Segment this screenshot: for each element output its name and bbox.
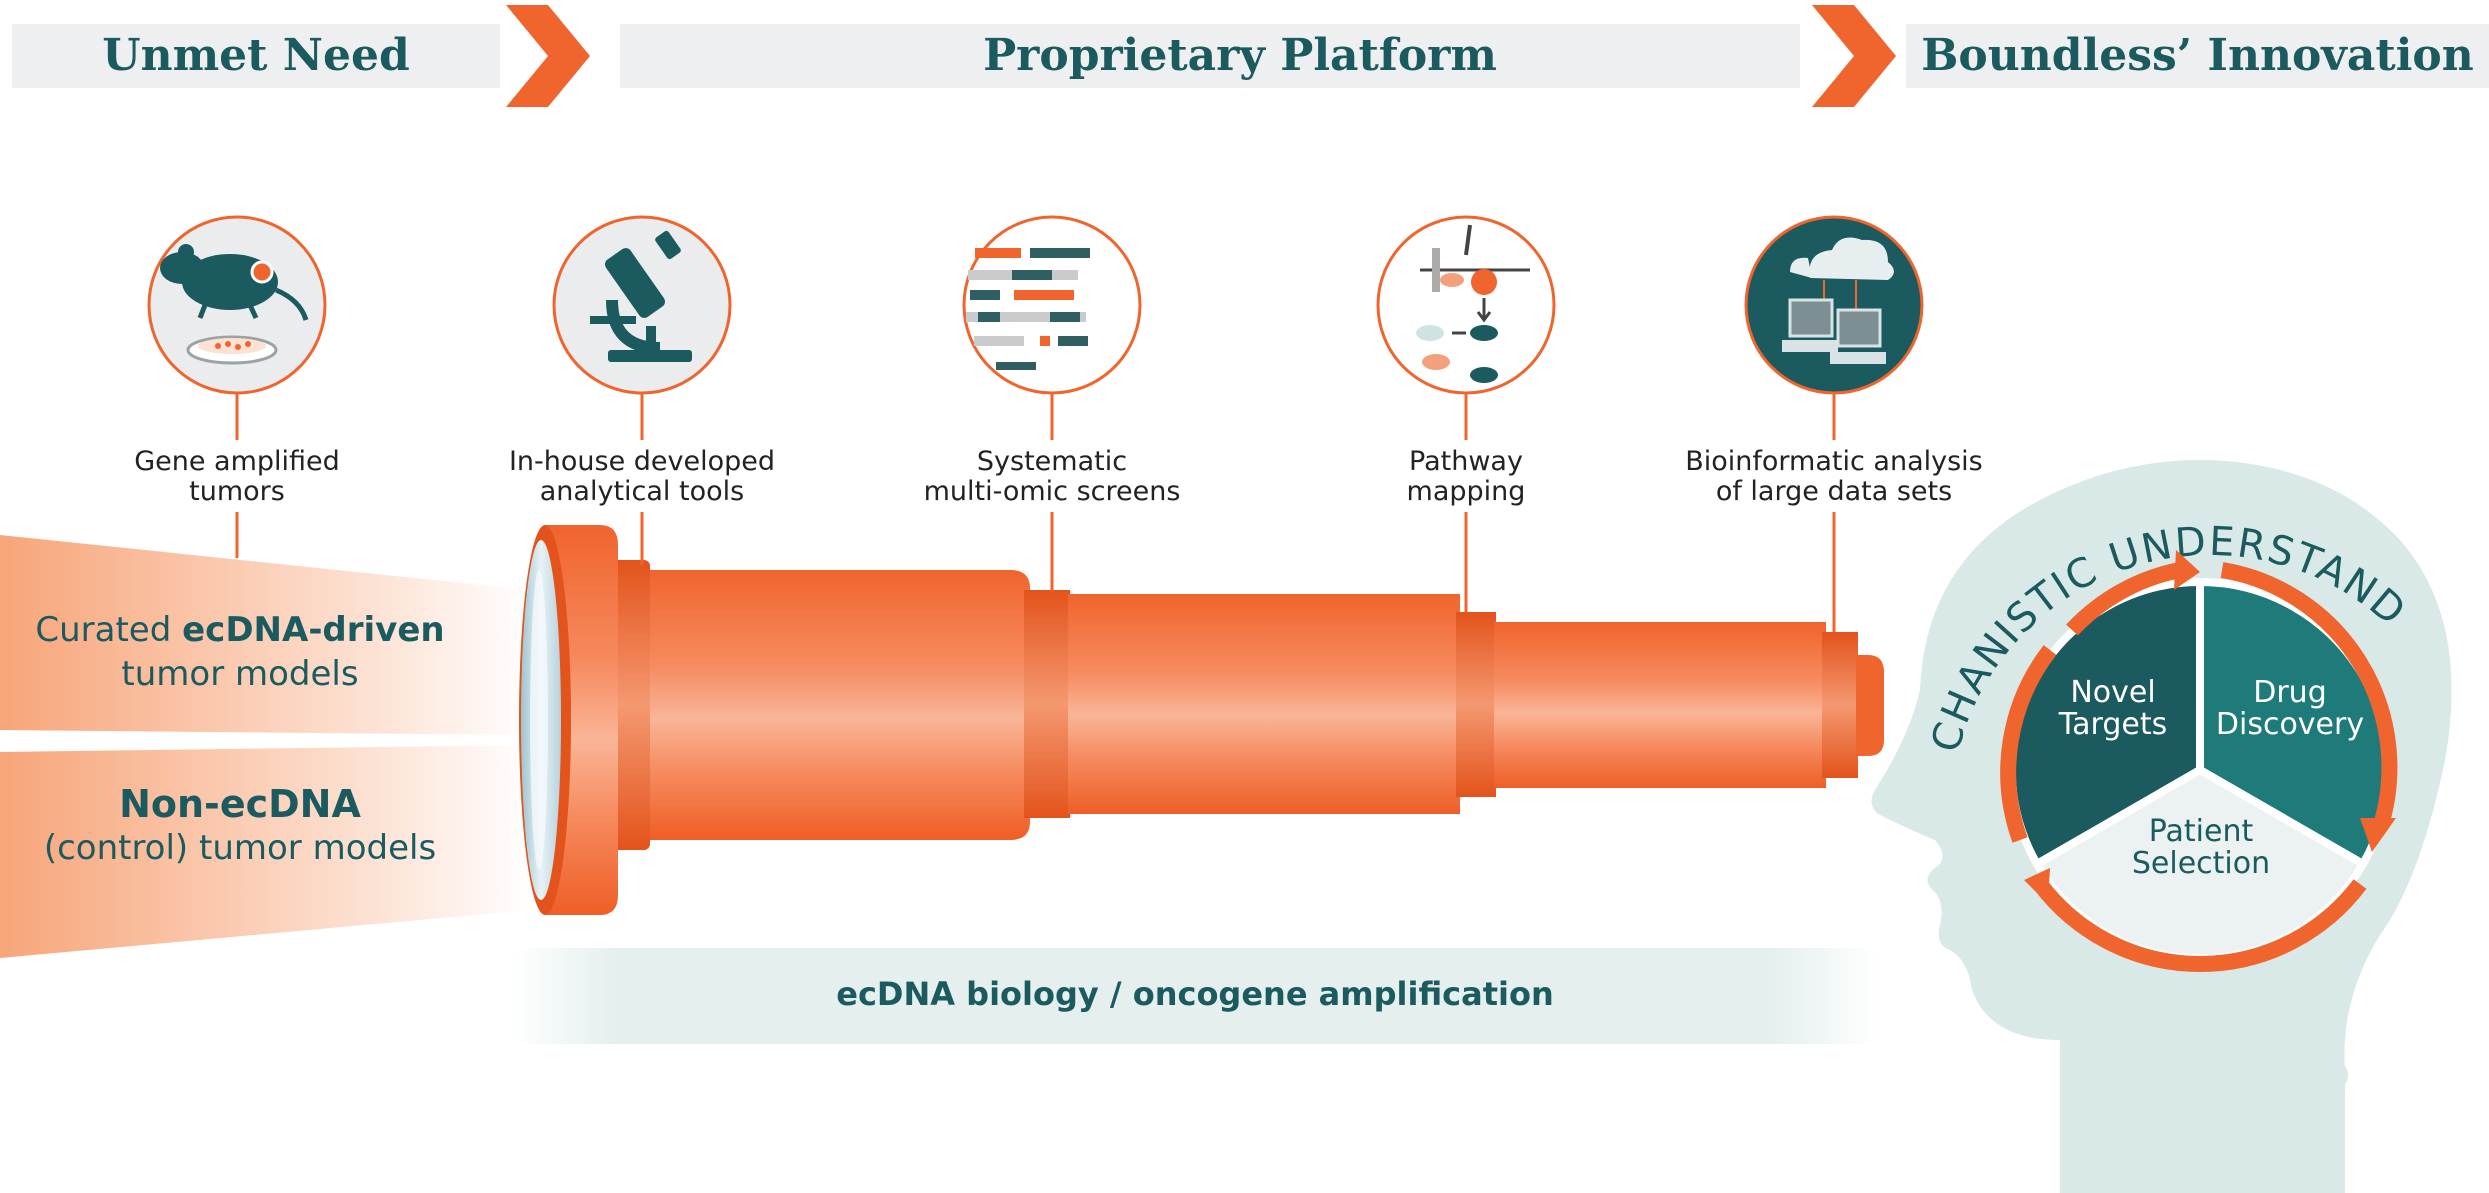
beam-ecdna-driven <box>0 535 530 735</box>
header-chevron-1 <box>506 5 590 107</box>
cloud-computers-icon <box>1744 215 1924 395</box>
beam-non-ecdna <box>0 745 530 958</box>
telescope <box>519 525 1884 915</box>
bottom-bar <box>510 948 1880 1044</box>
label-drug-discovery: Drug Discovery <box>2215 675 2365 742</box>
step-connectors <box>235 392 1836 632</box>
innovation-wheel <box>2000 550 2398 972</box>
bulb-base <box>2148 1060 2348 1164</box>
header-band-unmet <box>12 24 500 88</box>
label-novel-targets: Novel Targets <box>2058 675 2168 742</box>
header-boundless-innovation: Boundless’ Innovation <box>1921 30 2474 81</box>
mouse-petri-dish-icon <box>147 215 327 395</box>
step-label-3: Systematic multi-omic screens <box>923 446 1181 507</box>
pathway-icon <box>1376 215 1556 395</box>
microscope-icon <box>552 215 732 395</box>
step-label-4: Pathway mapping <box>1406 446 1526 507</box>
label-patient-selection: Patient Selection <box>2131 814 2271 881</box>
step-label-2: In-house developed analytical tools <box>508 446 776 507</box>
header-chevron-2 <box>1812 5 1896 107</box>
header-band-platform <box>620 24 1800 88</box>
ecdna-biology-label: ecDNA biology / oncogene amplification <box>836 975 1554 1013</box>
header-proprietary-platform: Proprietary Platform <box>983 30 1497 81</box>
header-unmet-need: Unmet Need <box>102 30 410 81</box>
input-curated-ecdna: Curated ecDNA-driven tumor models <box>35 610 445 694</box>
step-label-5: Bioinformatic analysis of large data set… <box>1685 446 1983 507</box>
genome-screen-icon <box>962 215 1142 395</box>
step-label-1: Gene amplified tumors <box>134 446 340 507</box>
input-non-ecdna: Non-ecDNA (control) tumor models <box>43 782 437 868</box>
header-band-innovation <box>1906 24 2489 88</box>
